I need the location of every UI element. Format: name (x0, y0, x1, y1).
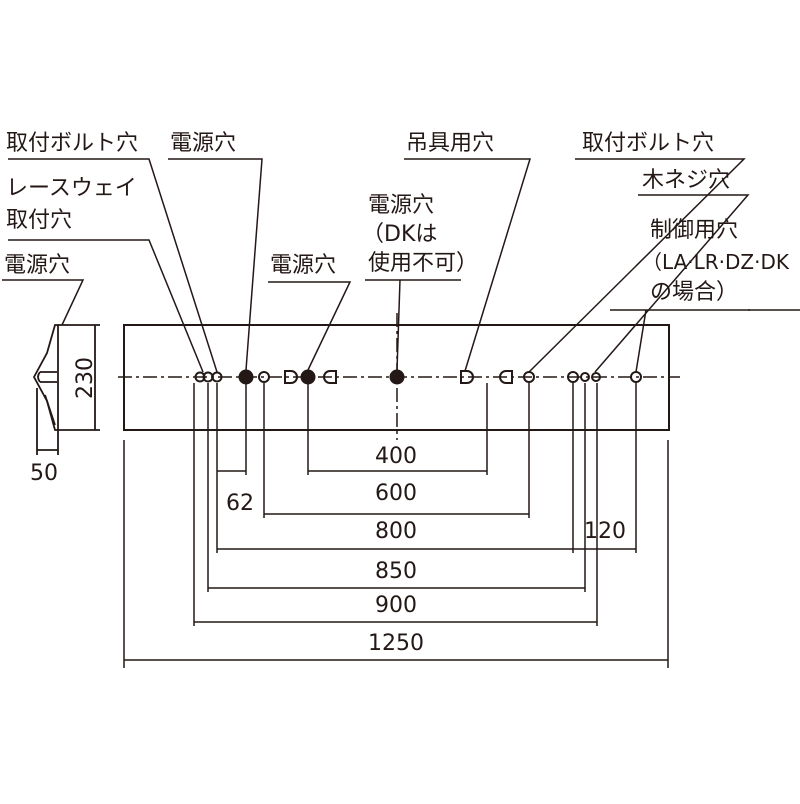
label-bolt-hole-right: 取付ボルト穴 (582, 131, 714, 156)
label-hanger-hole: 吊具用穴 (406, 131, 494, 156)
label-control-hole-line2: （LA·LR·DZ·DK (642, 250, 790, 274)
bolt-hole-left (211, 371, 223, 383)
dim-depth: 50 (30, 461, 58, 486)
label-bolt-hole-left: 取付ボルト穴 (6, 131, 138, 156)
hole (567, 371, 579, 383)
d-hole (284, 370, 298, 384)
dimension-lines (123, 383, 669, 668)
label-power-hole-dk: 電源穴 (368, 193, 434, 218)
label-control-hole-line3: の場合） (650, 280, 738, 305)
power-hole-filled (300, 369, 316, 385)
d-hole (323, 370, 337, 384)
hanger-hole (460, 370, 474, 384)
dim-900: 900 (375, 593, 417, 618)
label-power-hole-dk-line3: 使用不可） (368, 251, 478, 276)
dim-850: 850 (375, 559, 417, 584)
power-hole-filled (238, 369, 254, 385)
label-power-hole-top: 電源穴 (170, 131, 236, 156)
label-raceway-hole: レースウェイ (6, 176, 137, 201)
label-control-hole: 制御用穴 (650, 218, 738, 243)
dim-600: 600 (375, 481, 417, 506)
wood-screw-hole (591, 372, 601, 382)
d-hole (499, 370, 513, 384)
label-wood-screw-hole: 木ネジ穴 (642, 168, 730, 193)
power-hole-dk-filled (389, 369, 405, 385)
label-power-hole-side: 電源穴 (4, 253, 70, 278)
dim-1250: 1250 (368, 631, 424, 656)
label-power-hole-mid: 電源穴 (270, 253, 336, 278)
dim-120: 120 (584, 519, 626, 544)
dim-800: 800 (375, 519, 417, 544)
dim-400: 400 (375, 444, 417, 469)
leader-lines (2, 158, 800, 373)
label-raceway-hole-line2: 取付穴 (6, 208, 72, 233)
power-hole (258, 371, 270, 383)
dim-62: 62 (226, 491, 254, 516)
hole (580, 372, 590, 382)
dim-height: 230 (73, 357, 98, 399)
label-power-hole-dk-line2: （DKは (362, 222, 437, 247)
side-view (32, 324, 100, 455)
